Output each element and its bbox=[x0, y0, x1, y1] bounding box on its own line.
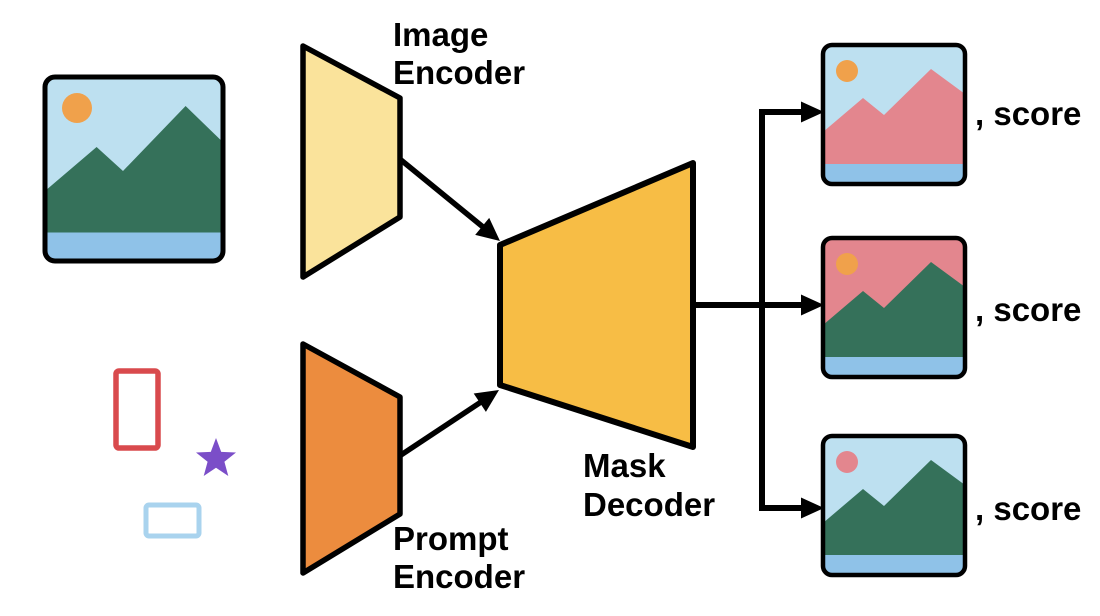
point-prompt-star-icon bbox=[196, 438, 236, 476]
box-prompt-blue-icon bbox=[143, 502, 202, 539]
output1-sun bbox=[836, 60, 858, 82]
box-prompt-red-icon bbox=[113, 368, 161, 451]
output-image-3 bbox=[820, 433, 968, 578]
output1-mountains bbox=[823, 69, 965, 184]
output1-water bbox=[823, 164, 965, 184]
output1-score-label: , score bbox=[975, 95, 1081, 132]
output3-sun bbox=[836, 451, 858, 473]
arrowhead bbox=[801, 497, 824, 519]
image-encoder-label-line1: Image bbox=[393, 16, 488, 53]
arrowhead bbox=[801, 101, 824, 123]
prompt-encoder-label-line2: Encoder bbox=[393, 558, 525, 595]
output2-sun bbox=[836, 253, 858, 275]
arrowhead bbox=[801, 294, 824, 316]
input-water bbox=[45, 232, 223, 261]
output3-score-label: , score bbox=[975, 490, 1081, 527]
output3-border bbox=[820, 433, 968, 578]
output2-water bbox=[823, 357, 965, 377]
image-encoder-block bbox=[300, 43, 403, 280]
mask-decoder-block bbox=[497, 160, 696, 450]
arrows bbox=[399, 101, 824, 519]
prompt-encoder-label-line1: Prompt bbox=[393, 520, 509, 557]
mask-decoder-label-line1: Mask bbox=[583, 447, 666, 484]
input-image-border bbox=[42, 74, 226, 264]
output2-mountains bbox=[823, 262, 965, 377]
prompt-encoder-block bbox=[300, 341, 403, 576]
arrow-image-encoder-to-decoder bbox=[399, 157, 485, 230]
output3-water bbox=[823, 555, 965, 575]
arrowhead bbox=[473, 390, 499, 412]
output3-mountains bbox=[823, 460, 965, 575]
mask-decoder-label-line2: Decoder bbox=[583, 486, 715, 523]
output-image-2 bbox=[820, 235, 968, 380]
arrowhead bbox=[475, 217, 500, 241]
output-branch-trunk bbox=[759, 109, 801, 511]
output1-border bbox=[820, 42, 968, 187]
arrow-prompt-encoder-to-decoder bbox=[399, 399, 483, 458]
image-encoder-label-line2: Encoder bbox=[393, 54, 525, 91]
output-image-1 bbox=[820, 42, 968, 187]
output2-score-label: , score bbox=[975, 291, 1081, 328]
input-image bbox=[42, 74, 226, 264]
output2-border bbox=[820, 235, 968, 380]
input-mountains bbox=[45, 106, 223, 261]
input-sun bbox=[62, 93, 92, 123]
